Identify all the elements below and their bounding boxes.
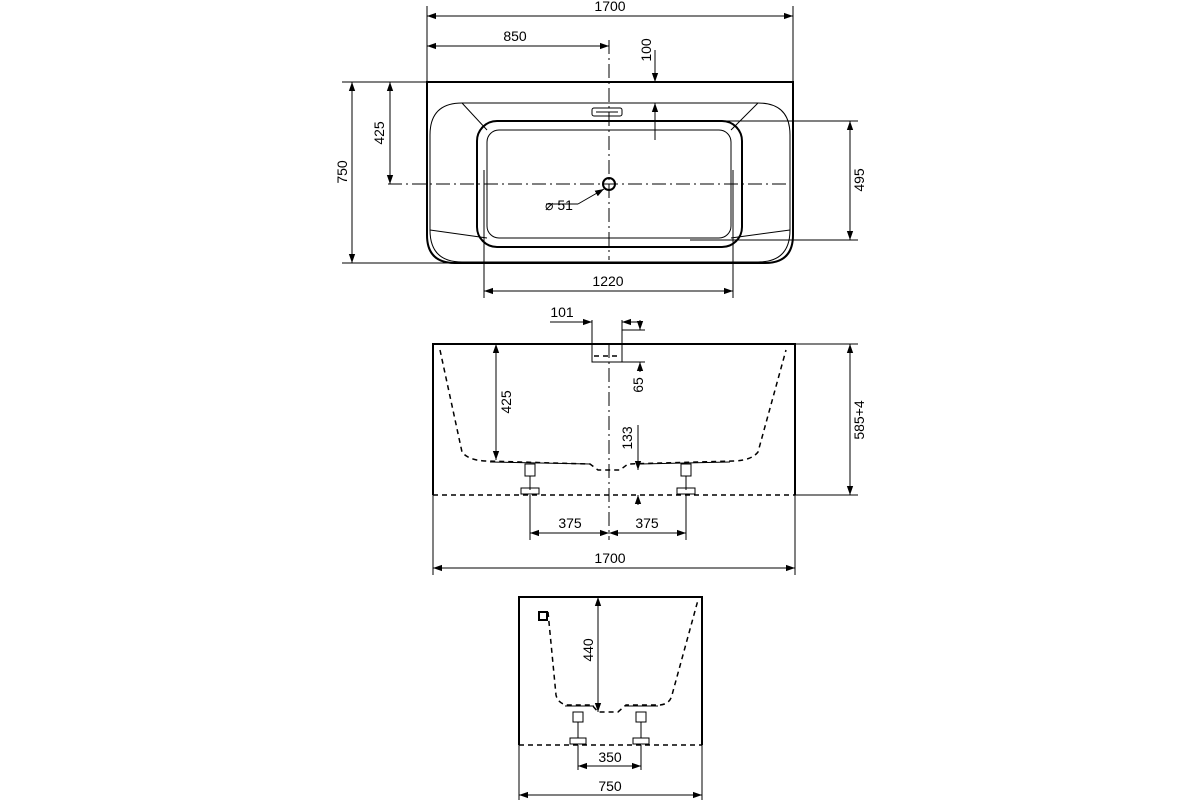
front-leg-left: [520, 463, 540, 495]
top-overall-width: 750: [334, 160, 350, 184]
top-center-width: 425: [371, 121, 387, 145]
top-basin-width: 495: [851, 168, 867, 192]
top-half-length: 850: [503, 28, 527, 44]
side-hidden-basin: [547, 599, 699, 713]
top-rim-offset: 100: [638, 38, 654, 62]
front-overflow: [591, 343, 623, 363]
top-basin-length: 1220: [592, 273, 623, 289]
overflow-slot: [591, 107, 623, 117]
side-inner-depth: 440: [580, 638, 596, 662]
side-overall-width: 750: [598, 778, 622, 794]
top-view-rim: [429, 102, 791, 263]
top-view-outline: [426, 81, 794, 264]
front-view: 101 65 425 133 585+4 375 375 1700: [432, 304, 867, 575]
top-drain-diameter: ⌀ 51: [545, 197, 573, 213]
side-view-outline: [518, 596, 703, 745]
side-leg-left: [569, 711, 587, 745]
side-leg-right: [632, 711, 650, 745]
front-view-outline: [432, 343, 796, 495]
side-leg-spacing: 350: [598, 749, 622, 765]
front-overall-height: 585+4: [851, 400, 867, 440]
side-view: 440 350 750: [518, 596, 703, 800]
front-drain-height: 133: [619, 426, 635, 450]
front-hidden-basin: [439, 349, 787, 471]
front-overflow-depth: 65: [630, 377, 646, 393]
front-leg-left-offset: 375: [558, 515, 582, 531]
front-leg-right: [676, 463, 696, 495]
side-overflow: [538, 611, 548, 621]
front-inner-depth: 425: [498, 390, 514, 414]
front-overall-length: 1700: [594, 550, 625, 566]
top-view: 1700 850 100 425 750 495 ⌀ 51 1220: [334, 0, 867, 298]
front-leg-right-offset: 375: [635, 515, 659, 531]
front-overflow-width: 101: [550, 304, 574, 320]
top-overall-length: 1700: [594, 0, 625, 14]
